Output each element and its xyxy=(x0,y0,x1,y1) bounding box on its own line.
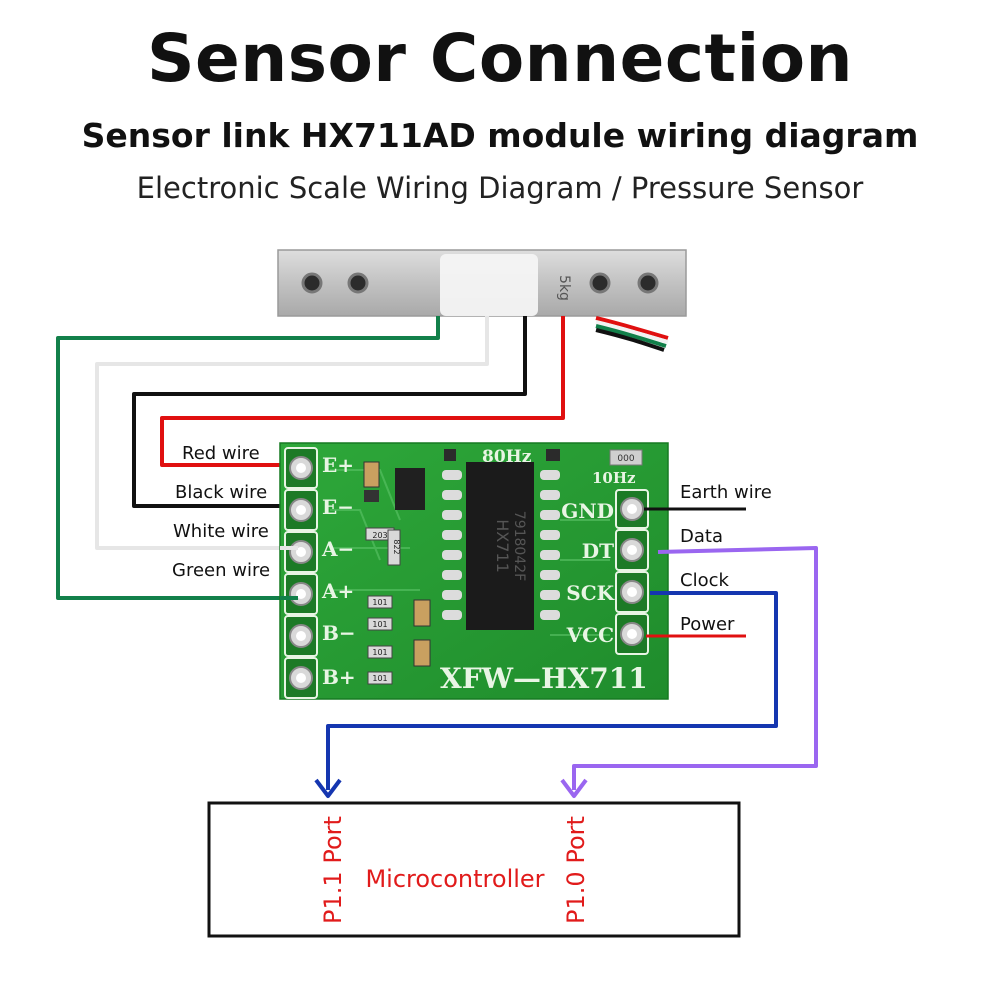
mount-hole xyxy=(347,272,369,294)
cable-strand xyxy=(595,320,669,344)
page-title: Sensor Connection xyxy=(146,20,854,97)
black-wire xyxy=(132,316,527,508)
pin-label-vcc: VCC xyxy=(566,623,614,647)
chip-marking: HX711 xyxy=(493,519,512,573)
right-header xyxy=(615,489,649,655)
pin-hole xyxy=(627,587,637,597)
resistor xyxy=(367,617,393,631)
label-clock: Clock xyxy=(680,570,729,591)
resistor-code: 101 xyxy=(372,598,387,607)
port-label-p1-0: P1.0 Port xyxy=(562,816,590,924)
pin-label-gnd: GND xyxy=(561,499,614,523)
port-label-p1-1: P1.1 Port xyxy=(319,816,347,924)
pin-hole xyxy=(296,463,306,473)
clock-wire xyxy=(326,591,778,790)
label-green-wire: Green wire xyxy=(172,560,270,581)
smd-component xyxy=(546,449,560,461)
pin-hole xyxy=(296,547,306,557)
jumper-pad xyxy=(609,449,643,466)
pin-hole xyxy=(296,631,306,641)
resistor xyxy=(367,595,393,609)
resistor-code: 101 xyxy=(372,674,387,683)
load-cell: 5kg xyxy=(277,249,687,352)
smd-component xyxy=(364,490,379,502)
chip-pads xyxy=(442,470,560,620)
label-white-wire: White wire xyxy=(173,521,269,542)
data-wire xyxy=(572,546,818,790)
label-earth-wire: Earth wire xyxy=(680,482,772,503)
resistor-code: 101 xyxy=(372,648,387,657)
pin-label-sck: SCK xyxy=(566,581,614,605)
microcontroller-label: Microcontroller xyxy=(365,865,544,893)
cable-strand xyxy=(595,328,665,352)
pin-label-a-minus: A− xyxy=(321,537,354,561)
resistor xyxy=(367,645,393,659)
hx711-board: 80Hz 10Hz 000 203 822 xyxy=(279,442,669,700)
pin-label-e-plus: E+ xyxy=(322,453,354,477)
pin-label-dt: DT xyxy=(582,539,614,563)
capacitor xyxy=(413,599,431,627)
label-black-wire: Black wire xyxy=(175,482,267,503)
resistor-code: 203 xyxy=(372,531,387,540)
cable-strand xyxy=(595,324,667,348)
pin-hole xyxy=(627,545,637,555)
mount-hole xyxy=(589,272,611,294)
microcontroller-box xyxy=(207,801,741,938)
red-wire xyxy=(160,316,565,467)
label-red-wire: Red wire xyxy=(182,443,260,464)
mount-hole xyxy=(637,272,659,294)
capacitor xyxy=(363,461,380,488)
pin-hole xyxy=(296,673,306,683)
clock-arrow-head xyxy=(314,778,342,798)
data-arrow-head xyxy=(560,778,588,798)
hx711-chip xyxy=(466,462,534,630)
resistor xyxy=(387,529,401,566)
left-header xyxy=(284,447,318,699)
white-wire xyxy=(95,316,489,550)
page-subtitle-secondary: Electronic Scale Wiring Diagram / Pressu… xyxy=(136,171,864,205)
smd-component xyxy=(444,449,456,461)
pin-label-b-minus: B− xyxy=(322,621,356,645)
capacitor xyxy=(413,639,431,667)
green-wire xyxy=(56,316,440,600)
mounting-holes xyxy=(301,272,659,294)
pin-hole xyxy=(296,505,306,515)
mount-hole xyxy=(301,272,323,294)
resistor-code: 822 xyxy=(392,539,401,554)
pin-label-b-plus: B+ xyxy=(322,665,356,689)
pin-label-a-plus: A+ xyxy=(321,579,354,603)
chip-marking: 7918042F xyxy=(511,511,527,581)
pin-hole xyxy=(296,589,306,599)
pin-label-e-minus: E− xyxy=(322,495,354,519)
rate-label-10hz: 10Hz xyxy=(592,469,636,487)
resistor-code: 101 xyxy=(372,620,387,629)
label-data: Data xyxy=(680,526,723,547)
pin-hole xyxy=(627,504,637,514)
load-cell-rating: 5kg xyxy=(556,275,572,301)
label-power: Power xyxy=(680,614,735,635)
jumper-code: 000 xyxy=(617,454,634,464)
pcb-traces xyxy=(330,469,610,636)
strain-gauge-cover xyxy=(440,254,538,316)
cable-strand xyxy=(595,316,669,340)
resistor xyxy=(367,671,393,685)
transistor xyxy=(395,468,425,510)
pin-hole xyxy=(627,629,637,639)
page-subtitle: Sensor link HX711AD module wiring diagra… xyxy=(81,116,919,155)
board-name: XFW—HX711 xyxy=(440,662,648,695)
